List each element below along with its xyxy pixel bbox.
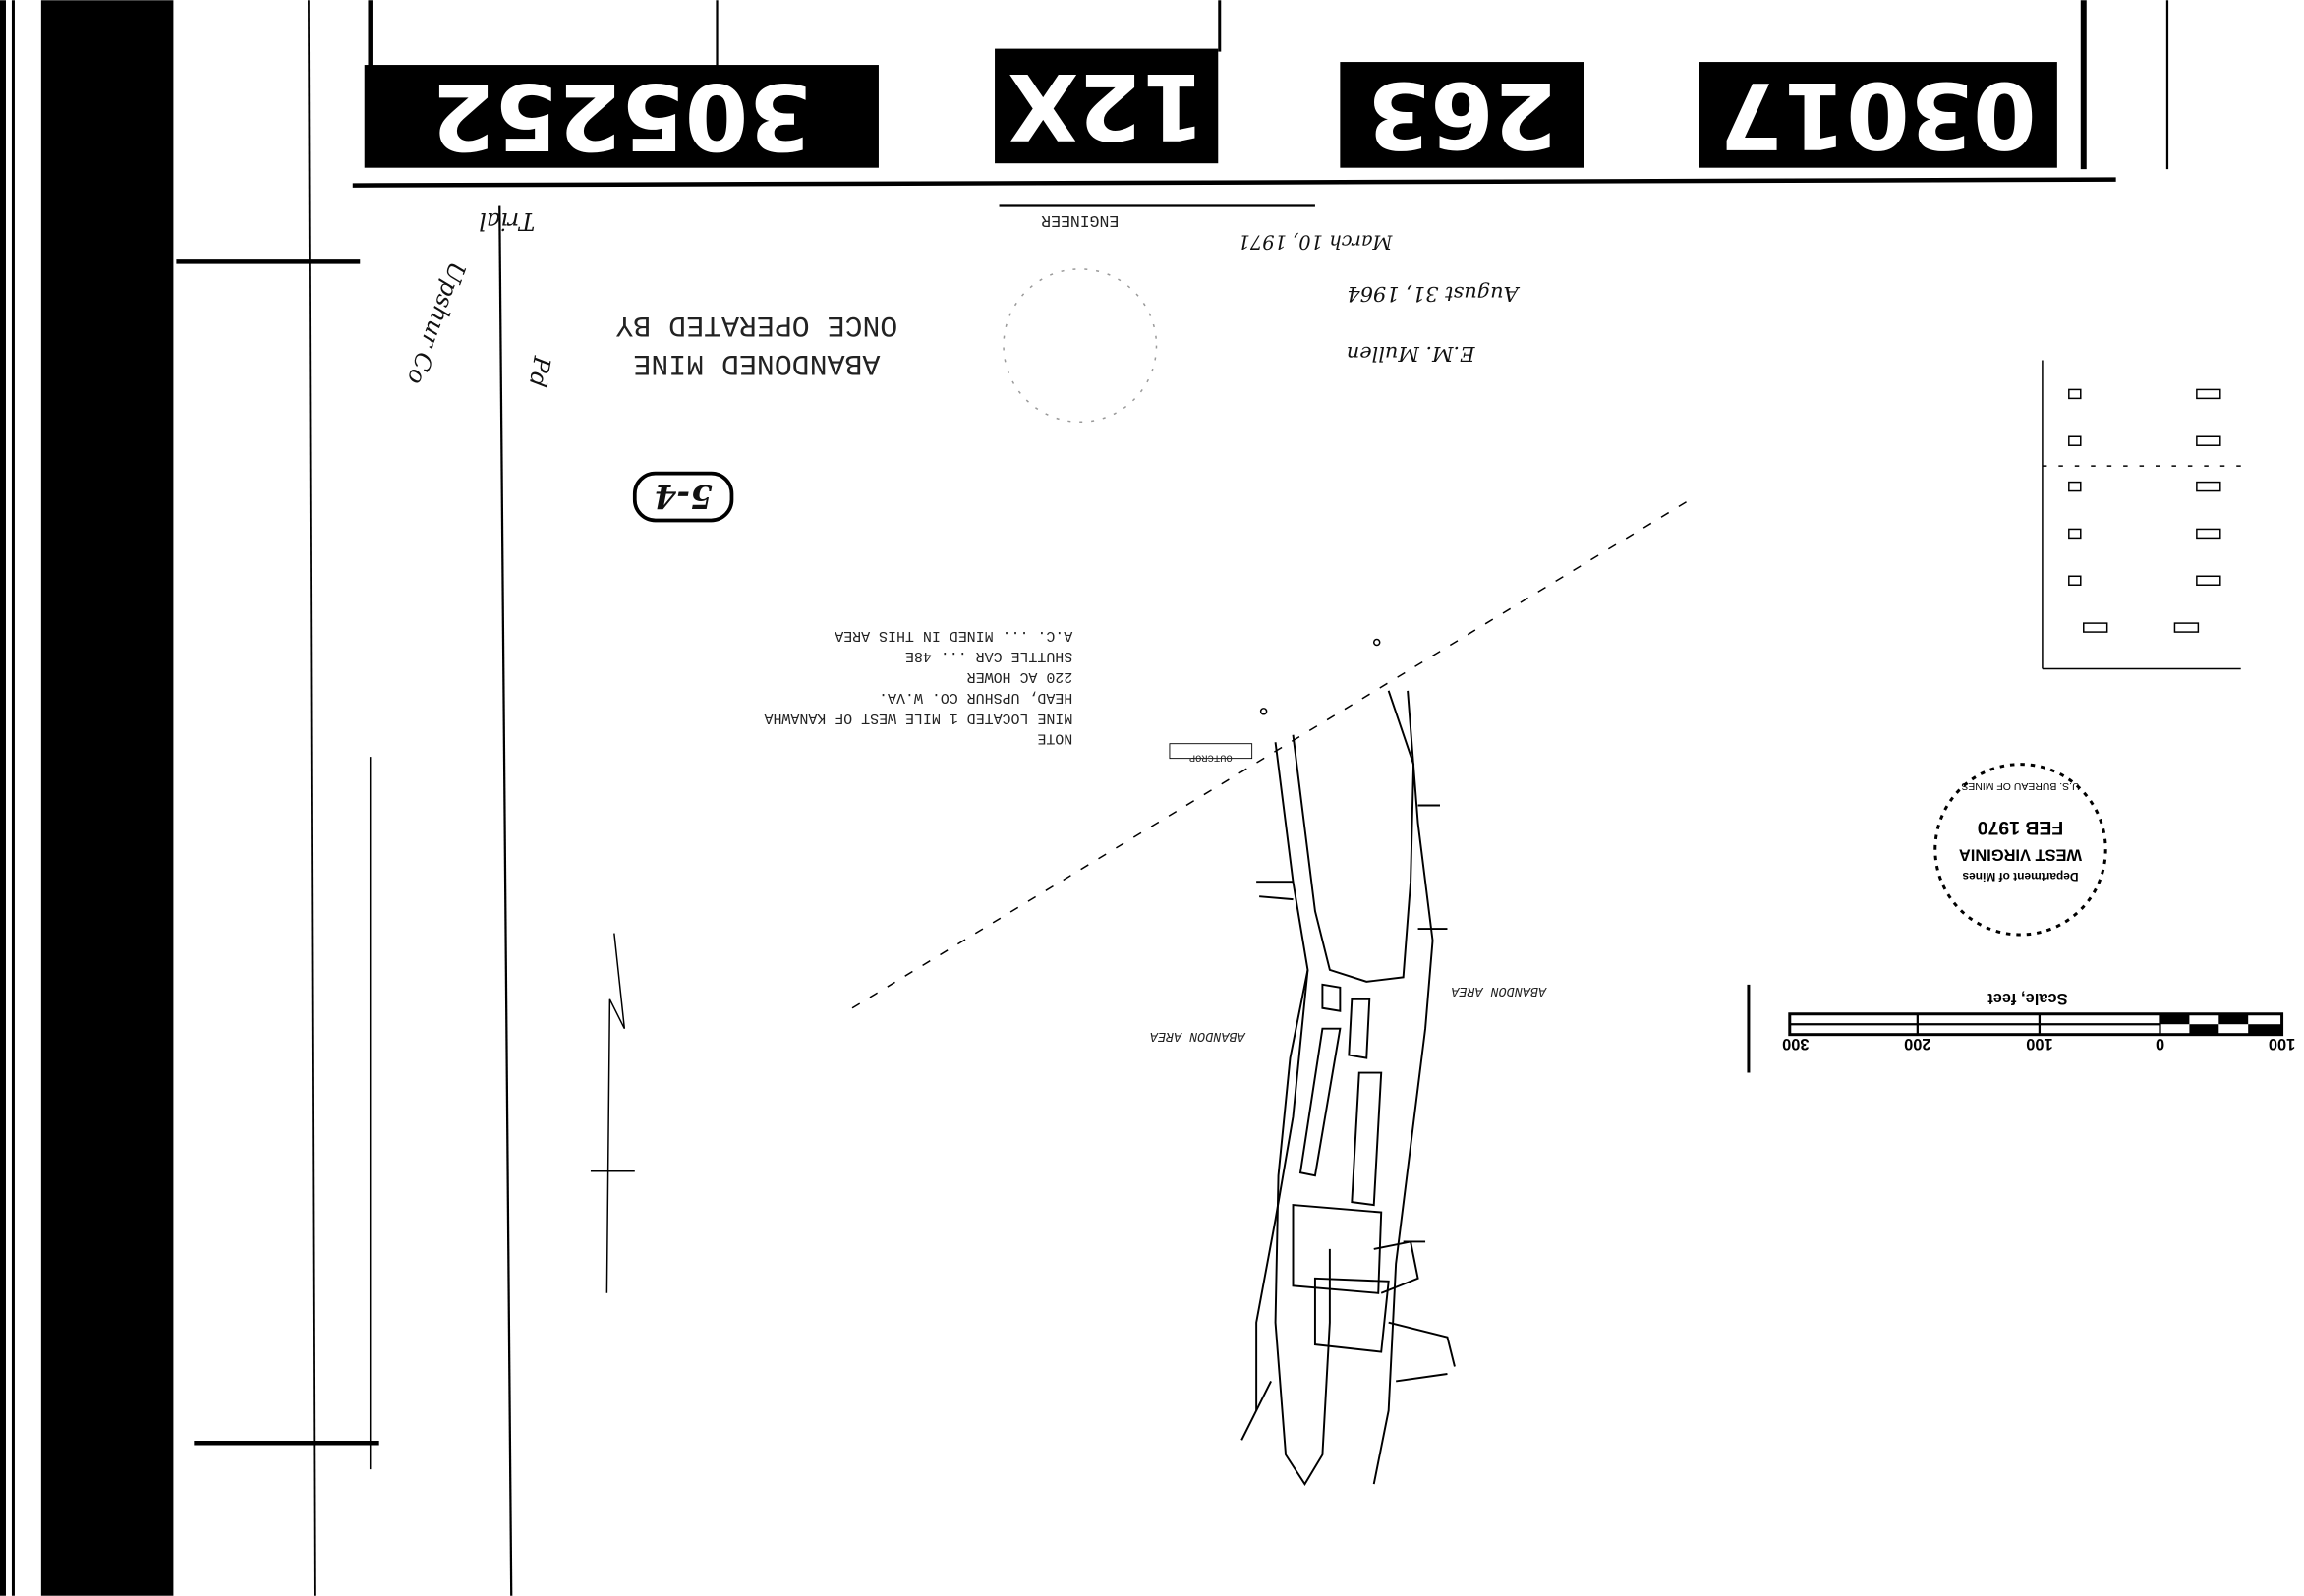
outcrop-label: OUTCROP — [1189, 752, 1233, 764]
plate-number-2: 12X — [1008, 53, 1204, 159]
handwritten-note-3: Pd — [524, 354, 556, 390]
sheet-label: 5-4 — [632, 471, 734, 523]
engineer-label: ENGINEER — [1041, 211, 1119, 230]
received-stamp: Department of Mines WEST VIRGINIA FEB 19… — [1933, 763, 2107, 937]
engineer-signature: E.M. Mullen — [1347, 342, 1476, 366]
property-line — [851, 498, 1691, 1009]
handwritten-note-1: Trial — [479, 207, 535, 235]
svg-text:MINE LOCATED 1 MILE WEST OF KA: MINE LOCATED 1 MILE WEST OF KANAWHA — [765, 710, 1073, 725]
title-line-1: ABANDONED MINE — [633, 347, 880, 380]
scale-tick-label: 300 — [1782, 1035, 1809, 1053]
scale-title: Scale, feet — [1987, 990, 2068, 1007]
svg-text:HEAD, UPSHUR CO. W.VA.: HEAD, UPSHUR CO. W.VA. — [879, 689, 1072, 705]
svg-text:220 AC HOWER: 220 AC HOWER — [967, 668, 1073, 684]
outcrop-label-box — [1169, 743, 1253, 760]
scale-tick-label: 100 — [2026, 1035, 2052, 1053]
title-line-2: ONCE OPERATED BY — [615, 309, 897, 342]
scale-tick-label: 0 — [2156, 1035, 2164, 1053]
margin-line — [308, 0, 316, 1596]
survey-date: August 31, 1964 — [1347, 282, 1520, 306]
svg-text:SHUTTLE CAR ... 48E: SHUTTLE CAR ... 48E — [905, 648, 1072, 663]
left-border — [0, 0, 6, 1596]
scale-bar: Scale, feet 100 0 100 200 300 — [1747, 984, 2295, 1073]
plate-number-4: 03017 — [1719, 62, 2036, 168]
abandon-area-left: ABANDON AREA — [1150, 1028, 1246, 1043]
scale-tick-label: 200 — [1904, 1035, 1930, 1053]
stamp-ring-text: U.S. BUREAU OF MINES — [1961, 780, 2079, 791]
stamp-line-1: Department of Mines — [1962, 870, 2078, 884]
survey-point — [1259, 708, 1268, 715]
stamp-line-2: WEST VIRGINIA — [1959, 845, 2082, 863]
left-black-margin — [40, 0, 174, 1596]
svg-text:A.C. ... MINED IN THIS AREA: A.C. ... MINED IN THIS AREA — [835, 627, 1072, 643]
note-block: NOTE MINE LOCATED 1 MILE WEST OF KANAWHA… — [765, 627, 1073, 746]
plate-number-3: 263 — [1367, 62, 1557, 168]
handwritten-note-2: Upshur Co — [402, 258, 472, 388]
left-border-inner — [11, 0, 15, 1596]
plate-number-1: 305252 — [432, 63, 812, 169]
survey-point — [1372, 638, 1381, 647]
legend-box — [2042, 360, 2241, 670]
header-plates: 305252 12X 263 03017 — [352, 0, 2169, 188]
survey-traverse — [605, 933, 626, 1293]
abandon-area-right: ABANDON AREA — [1451, 983, 1547, 998]
svg-text:NOTE: NOTE — [1037, 730, 1072, 746]
mine-workings — [1240, 690, 1456, 1486]
handwritten-date: March 10, 1971 — [1238, 230, 1394, 253]
title-block: ABANDONED MINE ONCE OPERATED BY ENGINEER… — [615, 204, 1521, 424]
map-border-line — [498, 205, 513, 1596]
scale-tick-label: 100 — [2269, 1035, 2295, 1053]
stamp-line-3: FEB 1970 — [1978, 817, 2063, 838]
faint-seal — [1003, 268, 1158, 424]
svg-text:5-4: 5-4 — [654, 478, 712, 516]
